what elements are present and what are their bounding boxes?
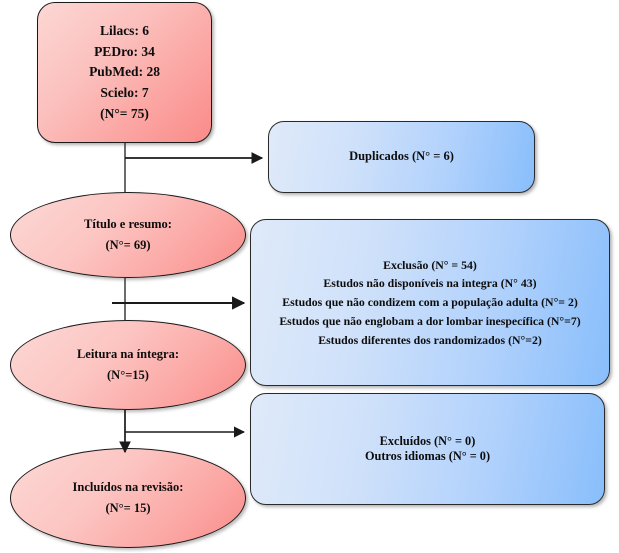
sources-box-text: Lilacs: 6 PEDro: 34 PubMed: 28 Scielo: 7…	[89, 18, 160, 128]
leitura-integra-count: (N°=15)	[107, 368, 149, 382]
exclusao-line-indisponiveis: Estudos não disponíveis na integra (N° 4…	[323, 276, 537, 291]
leitura-integra-label: Leitura na íntegra:	[76, 346, 180, 361]
duplicados-box-text: Duplicados (N° = 6)	[349, 150, 454, 163]
exclusao-line-populacao: Estudos que não condizem com a população…	[282, 295, 578, 310]
exclusao-box-text: Exclusão (N° = 54) Estudos não disponíve…	[279, 252, 580, 353]
exclusao-line-randomizados: Estudos diferentes dos randomizados (N°=…	[318, 333, 542, 348]
titulo-resumo-ellipse: Título e resumo: (N°= 69)	[10, 192, 246, 278]
sources-box: Lilacs: 6 PEDro: 34 PubMed: 28 Scielo: 7…	[37, 2, 212, 143]
excluidos-line-total: Excluídos (N° = 0)	[379, 434, 476, 449]
titulo-resumo-label: Título e resumo:	[84, 216, 172, 231]
incluidos-revisao-label: Incluídos na revisão:	[72, 479, 184, 494]
incluidos-revisao-ellipse: Incluídos na revisão: (N°= 15)	[10, 448, 246, 548]
sources-line-scielo: Scielo: 7	[100, 85, 149, 101]
exclusao-line-dor-lombar: Estudos que não englobam a dor lombar in…	[279, 314, 581, 329]
excluidos-line-idiomas: Outros idiomas (N° = 0)	[364, 449, 491, 463]
incluidos-revisao-count: (N°= 15)	[105, 501, 151, 515]
titulo-resumo-text: Título e resumo: (N°= 69)	[84, 210, 172, 260]
leitura-integra-text: Leitura na íntegra: (N°=15)	[77, 340, 179, 390]
duplicados-line-1: Duplicados (N° = 6)	[349, 149, 454, 164]
duplicados-box: Duplicados (N° = 6)	[268, 121, 535, 193]
connector-sources-to-duplicados	[124, 143, 264, 192]
titulo-resumo-count: (N°= 69)	[105, 238, 151, 252]
incluidos-revisao-text: Incluídos na revisão: (N°= 15)	[73, 473, 184, 523]
sources-line-pedro: PEDro: 34	[94, 43, 155, 59]
excluidos-box: Excluídos (N° = 0) Outros idiomas (N° = …	[250, 393, 605, 505]
sources-line-lilacs: Lilacs: 6	[99, 23, 150, 39]
excluidos-box-text: Excluídos (N° = 0) Outros idiomas (N° = …	[365, 433, 490, 465]
exclusao-box: Exclusão (N° = 54) Estudos não disponíve…	[250, 219, 610, 386]
sources-line-pubmed: PubMed: 28	[89, 64, 160, 80]
exclusao-line-total: Exclusão (N° = 54)	[383, 257, 477, 272]
sources-line-total: (N°= 75)	[100, 105, 149, 121]
connector-leitura-to-excluidos	[119, 410, 246, 454]
leitura-integra-ellipse: Leitura na íntegra: (N°=15)	[10, 320, 246, 410]
connector-titulo-to-exclusao	[112, 278, 246, 320]
